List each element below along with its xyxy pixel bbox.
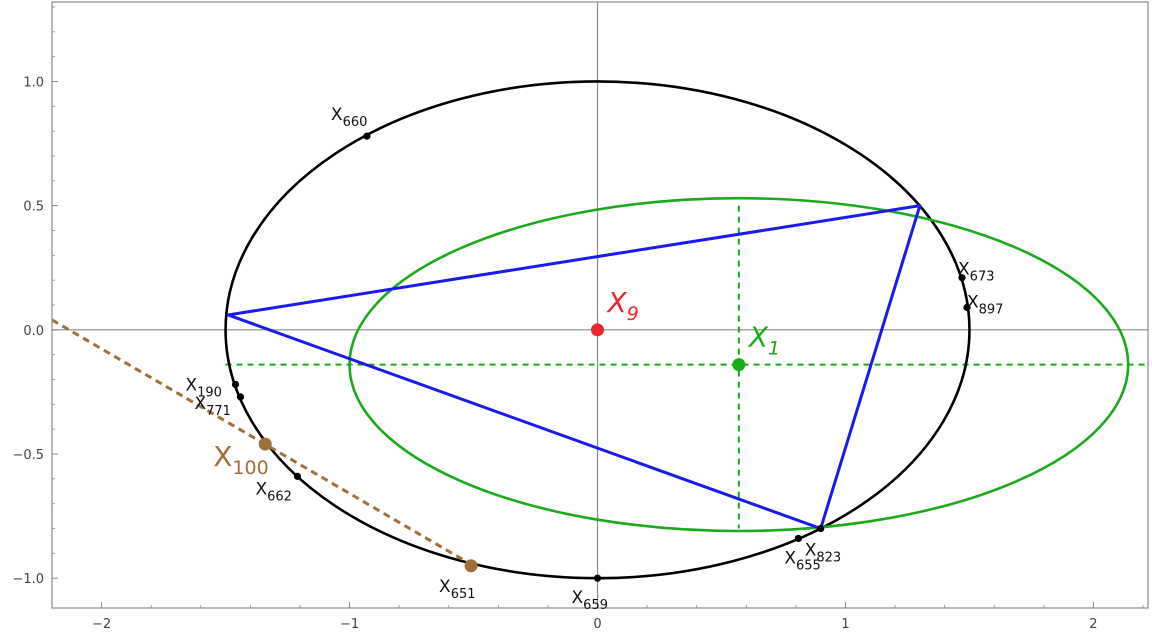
- label-x897: X897: [967, 292, 1003, 317]
- point-x660: [363, 132, 371, 140]
- label-x9: X9: [606, 286, 639, 325]
- inellipse: [348, 196, 1130, 533]
- y-tick-label: −0.5: [12, 448, 44, 463]
- x-tick-label: 2: [1089, 617, 1097, 632]
- label-x823: X823: [805, 541, 841, 566]
- point-x897: [963, 303, 971, 312]
- x-tick-label: 0: [593, 617, 601, 632]
- x-tick-label: 1: [841, 617, 849, 632]
- point-x823: [817, 524, 825, 533]
- y-tick-label: −1.0: [12, 572, 44, 587]
- y-tick-label: 0.0: [23, 324, 44, 339]
- tick-labels: −2 −1 0 1 2 1.0 0.5 0.0 −0.5 −1.0: [12, 75, 1097, 632]
- point-x655: [794, 534, 802, 543]
- point-x659: [593, 574, 602, 582]
- y-tick-label: 0.5: [23, 200, 44, 215]
- label-x1: X1: [747, 321, 780, 360]
- label-x673: X673: [958, 260, 994, 285]
- label-x771: X771: [194, 394, 230, 419]
- point-x9: [591, 323, 605, 337]
- label-x660: X660: [331, 105, 367, 130]
- point-x100: [258, 437, 272, 451]
- point-x673: [958, 274, 966, 282]
- point-x190: [231, 380, 240, 389]
- label-x651: X651: [439, 577, 475, 602]
- label-x655: X655: [784, 548, 820, 573]
- label-x190: X190: [185, 375, 221, 400]
- x-tick-label: −2: [92, 617, 111, 632]
- label-x662: X662: [255, 479, 291, 504]
- point-extra: [464, 559, 478, 573]
- point-x1: [732, 358, 746, 372]
- points: [231, 132, 971, 582]
- x-tick-label: −1: [340, 617, 359, 632]
- triangle: [226, 204, 922, 531]
- label-x659: X659: [572, 588, 608, 613]
- point-x771: [236, 393, 245, 401]
- label-x100: X100: [213, 440, 268, 479]
- point-x662: [293, 472, 302, 480]
- y-tick-label: 1.0: [23, 75, 44, 90]
